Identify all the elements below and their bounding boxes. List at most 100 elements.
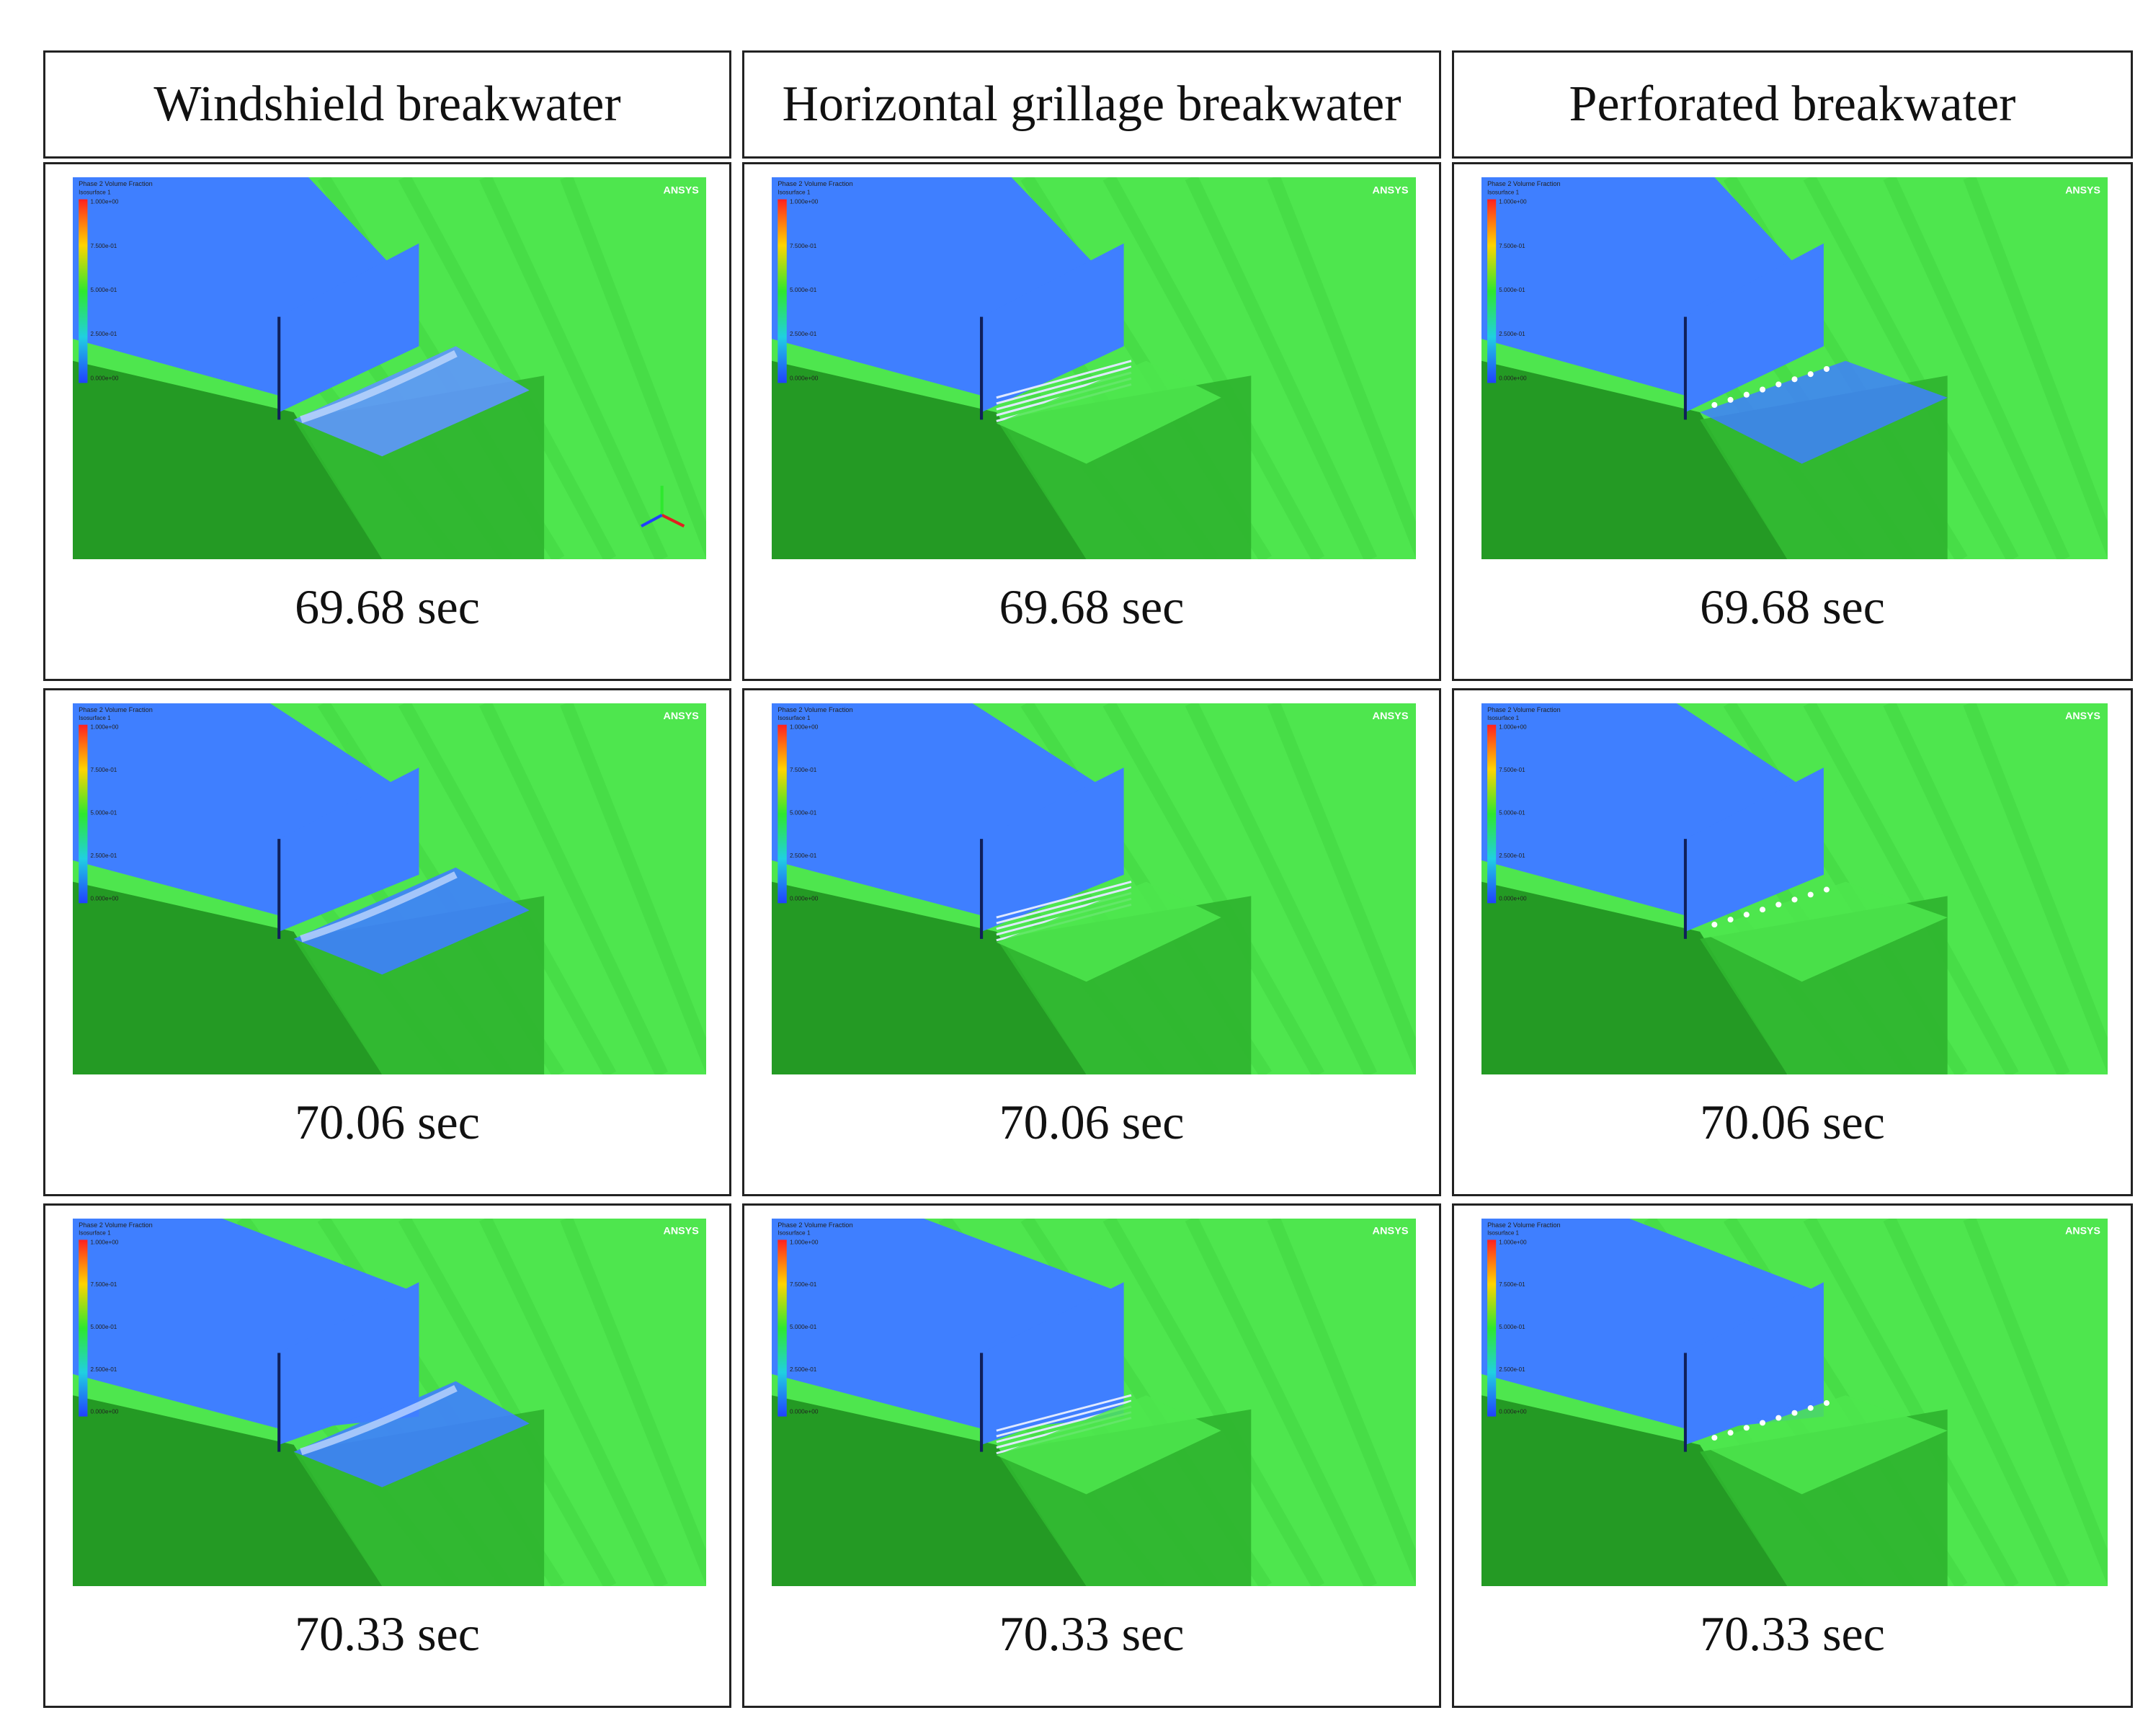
channel-wall	[1481, 1395, 1788, 1586]
timestamp-label: 70.06 sec	[999, 1095, 1185, 1149]
legend-subtitle: Isosurface 1	[777, 190, 811, 196]
color-scale-bar	[1487, 724, 1497, 904]
legend-value: 1.000e+00	[1499, 199, 1527, 205]
timestamp-label: 69.68 sec	[999, 579, 1185, 634]
color-scale-bar	[79, 724, 88, 904]
legend-value: 1.000e+00	[790, 724, 819, 731]
software-logo: ANSYS	[664, 710, 699, 721]
color-scale-bar	[1487, 199, 1497, 383]
legend-value: 1.000e+00	[790, 1239, 819, 1246]
legend-value: 2.500e-01	[790, 853, 817, 859]
legend-title: Phase 2 Volume Fraction	[79, 1221, 153, 1229]
legend-title: Phase 2 Volume Fraction	[1487, 706, 1561, 713]
legend-value: 2.500e-01	[1499, 1366, 1525, 1373]
legend-subtitle: Isosurface 1	[1487, 715, 1520, 721]
downstream-surface	[293, 867, 530, 975]
channel-wall	[772, 1395, 1087, 1586]
color-scale-bar	[79, 1239, 88, 1417]
legend-value: 5.000e-01	[1499, 810, 1525, 816]
legend-value: 5.000e-01	[1499, 287, 1525, 293]
legend-value: 7.500e-01	[790, 243, 817, 249]
legend-value: 2.500e-01	[91, 331, 117, 337]
legend-value: 1.000e+00	[790, 199, 819, 205]
legend-subtitle: Isosurface 1	[1487, 1230, 1520, 1237]
breakwater-plate	[279, 243, 419, 413]
legend-value: 1.000e+00	[1499, 1239, 1527, 1245]
software-logo: ANSYS	[2065, 1225, 2100, 1237]
legend-value: 0.000e+00	[1499, 375, 1527, 381]
legend-subtitle: Isosurface 1	[1487, 189, 1519, 195]
legend-value: 7.500e-01	[1499, 767, 1525, 773]
breakwater-plate	[1685, 243, 1824, 413]
timestamp-label: 70.33 sec	[999, 1606, 1185, 1661]
timestamp-label: 70.06 sec	[1700, 1095, 1885, 1149]
legend-value: 7.500e-01	[790, 767, 817, 773]
legend-subtitle: Isosurface 1	[79, 1230, 111, 1237]
color-scale-bar	[79, 199, 88, 383]
timestamp-label: 70.33 sec	[1700, 1606, 1885, 1661]
axis-triad-icon	[641, 486, 685, 528]
column-header: Perforated breakwater	[1452, 50, 2133, 159]
legend-value: 1.000e+00	[1499, 724, 1527, 731]
legend-value: 7.500e-01	[91, 1281, 117, 1288]
legend-value: 1.000e+00	[91, 724, 119, 731]
breakwater-plate	[981, 1282, 1124, 1445]
timestamp-label: 69.68 sec	[1700, 579, 1885, 634]
legend-value: 5.000e-01	[790, 1324, 817, 1330]
legend-title: Phase 2 Volume Fraction	[777, 1221, 852, 1229]
legend-title: Phase 2 Volume Fraction	[1487, 180, 1561, 187]
software-logo: ANSYS	[664, 184, 699, 196]
legend-value: 0.000e+00	[790, 896, 819, 902]
breakwater-plate	[981, 243, 1124, 413]
software-logo: ANSYS	[1372, 711, 1408, 722]
legend-value: 5.000e-01	[91, 810, 117, 816]
legend-subtitle: Isosurface 1	[777, 1230, 811, 1237]
column-header-title: Horizontal grillage breakwater	[782, 76, 1401, 132]
figure-table: Windshield breakwater Horizontal grillage…	[43, 50, 2133, 1708]
software-logo: ANSYS	[2065, 184, 2100, 196]
software-logo: ANSYS	[1372, 185, 1409, 197]
color-scale-bar	[1487, 1239, 1497, 1417]
legend-value: 0.000e+00	[790, 375, 819, 381]
timestamp-label: 69.68 sec	[295, 579, 480, 634]
color-scale-bar	[777, 1239, 787, 1417]
legend-value: 0.000e+00	[91, 895, 119, 902]
legend-value: 2.500e-01	[790, 331, 817, 337]
legend-value: 2.500e-01	[1499, 331, 1525, 337]
breakwater-plate	[279, 1282, 419, 1445]
column-header: Windshield breakwater	[43, 50, 731, 159]
legend-value: 7.500e-01	[91, 243, 117, 249]
legend-value: 0.000e+00	[1499, 895, 1527, 902]
downstream-surface	[293, 1381, 530, 1487]
legend-value: 7.500e-01	[91, 767, 117, 773]
legend-value: 7.500e-01	[790, 1281, 817, 1288]
legend-value: 2.500e-01	[790, 1366, 817, 1373]
software-logo: ANSYS	[663, 1225, 698, 1237]
timestamp-label: 70.33 sec	[295, 1606, 480, 1661]
column-header-title: Perforated breakwater	[1569, 76, 2016, 132]
legend-title: Phase 2 Volume Fraction	[777, 706, 852, 713]
channel-wall	[73, 881, 383, 1074]
column-header-title: Windshield breakwater	[153, 76, 621, 132]
legend-value: 1.000e+00	[91, 1239, 119, 1245]
color-scale-bar	[777, 724, 787, 904]
